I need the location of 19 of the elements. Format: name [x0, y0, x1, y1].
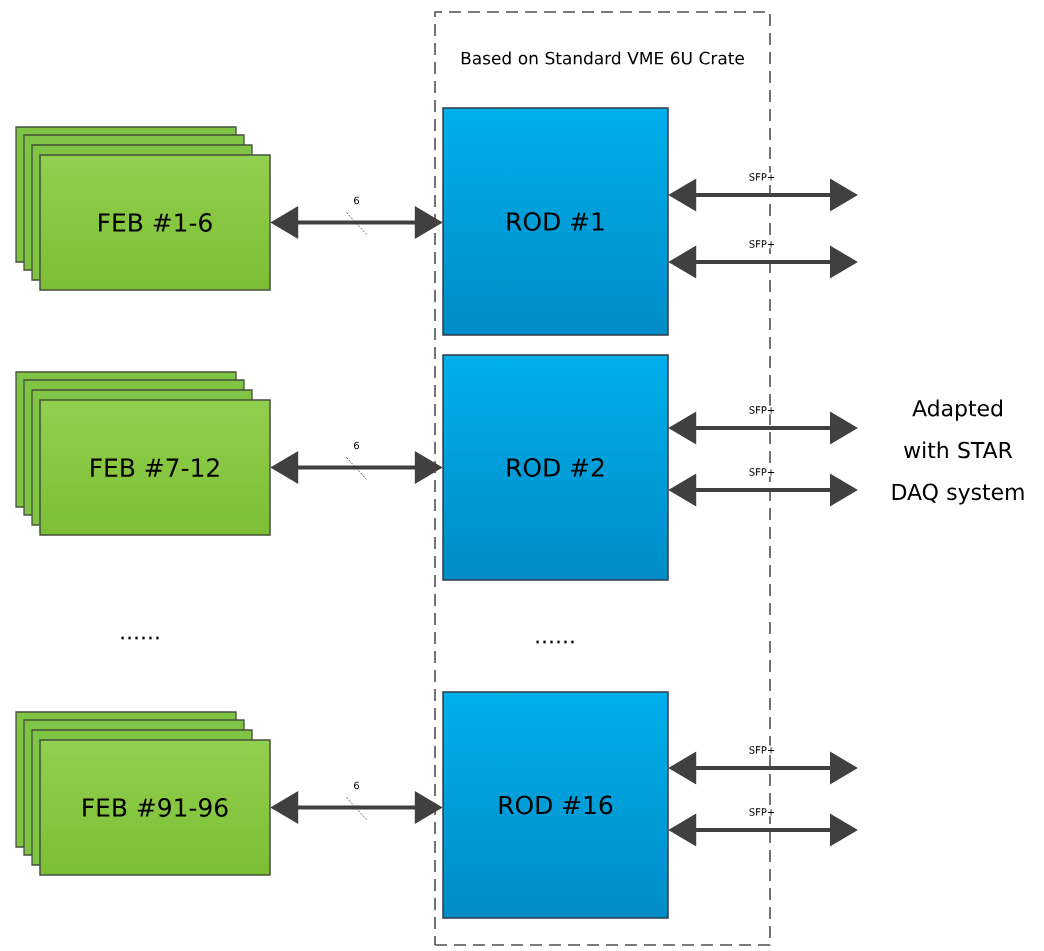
edge-label: 6	[352, 441, 361, 450]
module-box: ROD #2	[442, 354, 669, 581]
note-text: ......	[121, 636, 159, 640]
stacked-box: FEB #91-96	[15, 711, 271, 876]
frame-title: Based on Standard VME 6U Crate	[461, 51, 744, 65]
edge-label: 6	[352, 781, 361, 790]
stacked-box: FEB #1-6	[15, 126, 271, 291]
module-box: ROD #1	[442, 107, 669, 336]
stacked-box: FEB #7-12	[15, 371, 271, 536]
note-text: ......	[536, 640, 574, 644]
edge-label: SFP+	[748, 172, 776, 182]
edge-label: SFP+	[748, 745, 776, 755]
edge-label: SFP+	[748, 467, 776, 477]
edge-label: SFP+	[748, 807, 776, 817]
note-text: Adapted with STAR DAQ system	[892, 399, 1024, 505]
edge-label: SFP+	[748, 239, 776, 249]
module-box: ROD #16	[442, 691, 669, 919]
edge-label: 6	[352, 196, 361, 205]
edge-label: SFP+	[748, 405, 776, 415]
